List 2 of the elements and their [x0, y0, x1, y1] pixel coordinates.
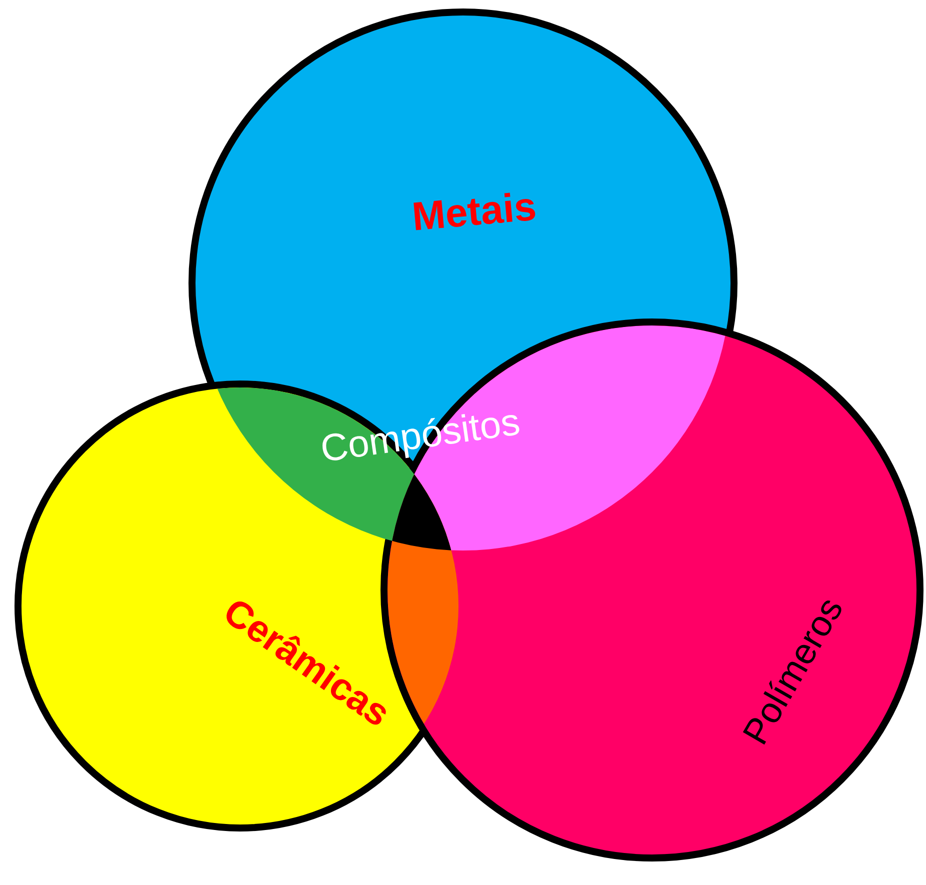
set-label: Metais — [410, 184, 538, 240]
region-label: Compósitos — [317, 400, 522, 472]
